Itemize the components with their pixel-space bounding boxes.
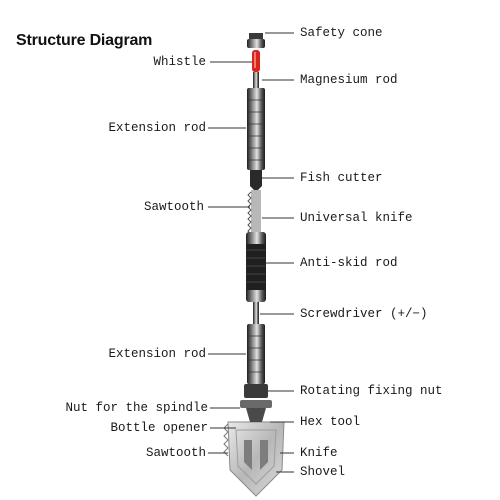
universal-knife-part: [247, 190, 261, 235]
diagram-title: Structure Diagram: [16, 32, 153, 49]
label-knife: Knife: [300, 446, 338, 460]
label-fish-cutter: Fish cutter: [300, 171, 383, 185]
label-rotating-fixing-nut: Rotating fixing nut: [300, 384, 443, 398]
label-shovel: Shovel: [300, 465, 346, 479]
spindle-nut-part: [240, 400, 272, 408]
label-safety-cone: Safety cone: [300, 26, 383, 40]
rotating-fixing-nut-part: [244, 384, 268, 398]
shovel-blade-part: [223, 408, 285, 497]
whistle-part: [252, 50, 260, 72]
label-sawtooth-top: Sawtooth: [143, 200, 204, 214]
label-screwdriver: Screwdriver (+/−): [300, 307, 428, 321]
extension-rod-top-part: [247, 88, 265, 170]
label-magnesium-rod: Magnesium rod: [300, 73, 398, 87]
label-extension-rod-top: Extension rod: [108, 121, 206, 135]
label-anti-skid-rod: Anti-skid rod: [300, 256, 398, 270]
label-nut-for-spindle: Nut for the spindle: [65, 401, 208, 415]
leader-lines-right: [260, 32, 294, 473]
screwdriver-part: [253, 302, 259, 326]
leader-lines-left: [208, 61, 252, 454]
label-extension-rod-bottom: Extension rod: [108, 347, 206, 361]
label-hex-tool: Hex tool: [300, 415, 361, 429]
safety-cone-part: [247, 33, 265, 48]
label-bottle-opener: Bottle opener: [110, 421, 208, 435]
extension-rod-bottom-part: [247, 324, 265, 384]
label-universal-knife: Universal knife: [300, 211, 413, 225]
fish-cutter-part: [250, 170, 262, 192]
label-whistle: Whistle: [153, 55, 206, 69]
label-sawtooth-bottom: Sawtooth: [145, 446, 206, 460]
anti-skid-rod-part: [246, 232, 266, 302]
magnesium-rod-part: [253, 72, 259, 90]
